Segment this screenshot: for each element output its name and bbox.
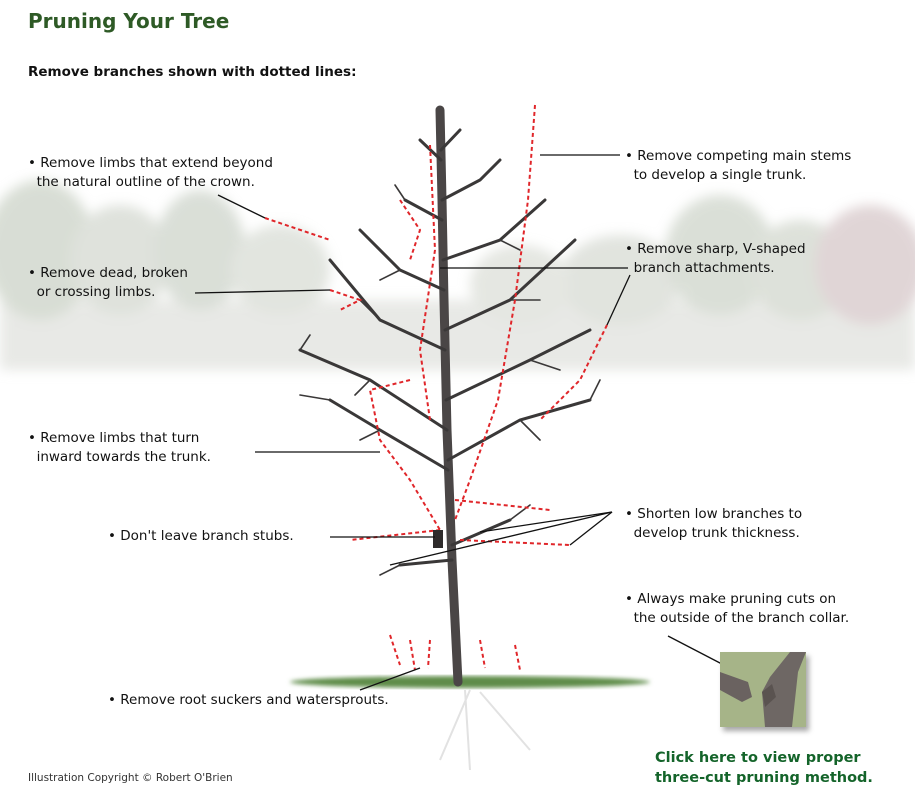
background-tree-line <box>0 180 915 370</box>
note-shorten-low: • Shorten low branches to develop trunk … <box>625 506 803 541</box>
prune-dotted-lines <box>264 104 608 671</box>
three-cut-method-link[interactable]: Click here to view proper three-cut prun… <box>655 748 873 788</box>
note-dead-broken: • Remove dead, broken or crossing limbs. <box>28 265 188 300</box>
note-competing-stems: • Remove competing main stems to develop… <box>625 148 852 183</box>
note-extend-beyond: • Remove limbs that extend beyond the na… <box>28 155 273 190</box>
note-root-suckers: • Remove root suckers and watersprouts. <box>108 692 389 708</box>
note-stubs: • Don't leave branch stubs. <box>108 528 294 544</box>
branch-stub <box>433 530 443 548</box>
page-title: Pruning Your Tree <box>28 9 230 33</box>
branch-collar-image <box>720 652 806 727</box>
ground <box>290 676 650 771</box>
note-turn-inward: • Remove limbs that turn inward towards … <box>28 430 211 465</box>
note-branch-collar: • Always make pruning cuts on the outsid… <box>625 591 850 626</box>
copyright-notice: Illustration Copyright © Robert O'Brien <box>28 772 233 784</box>
note-v-shaped: • Remove sharp, V-shaped branch attachme… <box>625 241 806 276</box>
instructions-heading: Remove branches shown with dotted lines: <box>28 64 357 80</box>
branch-collar-thumbnail[interactable] <box>720 652 806 727</box>
tree-branches <box>298 105 601 687</box>
link-line-2[interactable]: three-cut pruning method. <box>655 770 873 786</box>
link-line-1[interactable]: Click here to view proper <box>655 750 861 766</box>
